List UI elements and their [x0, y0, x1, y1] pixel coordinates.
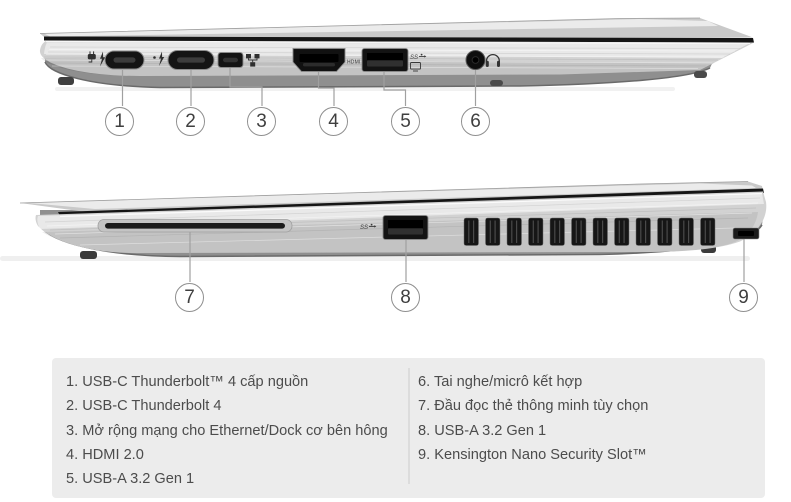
callout-1: 1: [105, 107, 134, 136]
headset-icon: [485, 53, 500, 67]
callout-number: 9: [738, 286, 749, 308]
vent-grille: [528, 217, 544, 246]
callout-line: [229, 68, 263, 106]
lid-highlight: [24, 183, 756, 209]
usb-ss-icon: SS: [410, 53, 427, 61]
callout-number: 2: [185, 110, 196, 132]
callout-7: 7: [175, 283, 204, 312]
legend-item: 1. USB-C Thunderbolt™ 4 cấp nguồn: [66, 374, 309, 390]
callout-number: 7: [184, 286, 195, 308]
vent-grille: [549, 217, 565, 246]
legend-item: 3. Mở rộng mạng cho Ethernet/Dock cơ bên…: [66, 422, 388, 439]
vent-grille: [506, 217, 522, 246]
callout-6: 6: [461, 107, 490, 136]
callout-4: 4: [319, 107, 348, 136]
vent-grille: [700, 217, 716, 246]
callout-3: 3: [247, 107, 276, 136]
legend-item: 2. USB-C Thunderbolt 4: [66, 398, 222, 415]
callout-leader-lines-bottom: [189, 232, 745, 282]
usbc-port-1: [104, 50, 145, 70]
base-top-highlight: [45, 40, 751, 45]
vent-grille: [485, 217, 501, 246]
dock-extension-port: [217, 52, 244, 68]
usbc-port-2: [167, 50, 215, 70]
legend-item: 6. Tai nghe/micrô kết hợp: [418, 374, 583, 390]
usba-port-top: [361, 48, 409, 72]
underside-shadow-edge: [44, 61, 711, 89]
power-icon: [87, 51, 96, 63]
callout-number: 3: [256, 110, 267, 132]
svg-text:SS: SS: [410, 55, 418, 61]
vent-grille: [592, 217, 608, 246]
legend-item: 4. HDMI 2.0: [66, 446, 144, 463]
lid-top-edge: [39, 17, 701, 34]
legend-panel: 1. USB-C Thunderbolt™ 4 cấp nguồn 2. USB…: [52, 358, 765, 498]
callout-number: 8: [400, 286, 411, 308]
legend-left-column: 1. USB-C Thunderbolt™ 4 cấp nguồn 2. USB…: [66, 370, 388, 491]
callout-line: [317, 72, 335, 106]
vent-grille: [614, 217, 630, 246]
laptop-right-side-view: SS: [0, 181, 767, 261]
legend-item: 7. Đầu đọc thẻ thông minh tùy chọn: [418, 398, 649, 415]
floor-shadow: [0, 256, 750, 261]
callout-number: 4: [328, 110, 339, 132]
legend-item: 9. Kensington Nano Security Slot™: [418, 446, 647, 463]
vent-grilles: [463, 217, 716, 246]
legend-right-column: 6. Tai nghe/micrô kết hợp 7. Đầu đọc thẻ…: [418, 370, 648, 467]
lid-top-edge: [19, 181, 749, 204]
thunderbolt-icon: [100, 51, 106, 67]
rubber-foot: [490, 80, 503, 86]
legend-item: 5. USB-A 3.2 Gen 1: [66, 471, 195, 488]
vent-grille: [678, 217, 694, 246]
usba-port-side: [382, 215, 429, 240]
callout-leader-lines-top: [121, 68, 477, 106]
kensington-slot: [732, 227, 760, 240]
callout-9: 9: [729, 283, 758, 312]
vent-grille: [463, 217, 479, 246]
legend-item: 8. USB-A 3.2 Gen 1: [418, 422, 547, 439]
vent-grille: [657, 217, 673, 246]
callout-5: 5: [391, 107, 420, 136]
audio-jack-port: [465, 50, 486, 70]
callout-2: 2: [176, 107, 205, 136]
callout-line: [383, 72, 407, 106]
smart-card-slot: [97, 219, 293, 233]
hdmi-label: HDMI: [347, 60, 361, 66]
rubber-foot: [694, 71, 707, 78]
usb-ss-icon: SS: [360, 223, 377, 231]
callout-number: 6: [470, 110, 481, 132]
laptop-left-side-view: HDMI SS: [39, 17, 754, 91]
legend-divider: [408, 368, 410, 484]
hdmi-port: [292, 48, 346, 72]
thunderbolt-icon: [153, 51, 165, 66]
callout-8: 8: [391, 283, 420, 312]
display-icon: [410, 62, 421, 72]
rubber-foot: [58, 77, 74, 85]
vent-grille: [571, 217, 587, 246]
lid-seam: [44, 36, 754, 43]
lid-highlight: [44, 19, 718, 37]
network-icon: [246, 54, 260, 67]
rubber-foot: [80, 251, 97, 259]
vent-grille: [635, 217, 651, 246]
callout-number: 1: [114, 110, 125, 132]
svg-text:SS: SS: [360, 225, 368, 231]
callout-number: 5: [400, 110, 411, 132]
